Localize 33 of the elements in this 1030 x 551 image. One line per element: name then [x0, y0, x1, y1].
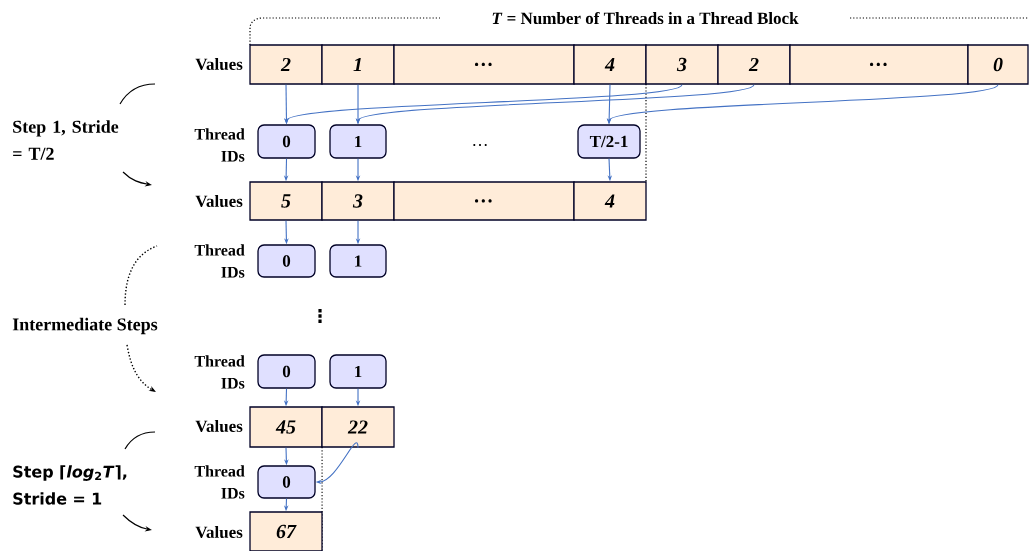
row-label: Values	[195, 194, 243, 207]
title: T = Number of Threads in a Thread Block	[492, 11, 799, 25]
value-cell: 22	[321, 406, 395, 448]
row-label: Thread IDs	[194, 128, 245, 162]
thread-id-box: 1	[329, 244, 387, 278]
thread-id-box: T/2-1	[577, 124, 641, 159]
value-cell: 4	[573, 181, 647, 221]
step-label: Step 1, Stride = T/2	[13, 120, 119, 160]
vertical-ellipsis: ⋮	[318, 309, 322, 323]
value-cell: 5	[249, 181, 323, 221]
thread-id-box: 1	[329, 124, 387, 159]
row-label: Values	[195, 419, 243, 432]
thread-id-box: 0	[257, 244, 316, 278]
value-cell: 1	[321, 44, 395, 85]
thread-id-box: 0	[257, 124, 316, 159]
thread-id-box: 0	[257, 465, 316, 499]
value-cell: 2	[249, 44, 323, 85]
step-label: Step ⌈log$_{2}$T⌉, Stride = 1	[13, 465, 127, 505]
value-cell: 3	[321, 181, 395, 221]
value-cell: 0	[967, 44, 1029, 85]
value-cell: 67	[249, 511, 323, 551]
row-label: Thread IDs	[194, 355, 245, 389]
value-cell: 3	[645, 44, 719, 85]
row-label: Thread IDs	[194, 465, 245, 499]
row-label: Values	[195, 525, 243, 538]
thread-id-box: 1	[329, 354, 387, 389]
step-label: Intermediate Steps	[12, 317, 158, 335]
value-cell: 2	[717, 44, 791, 85]
thread-id-box: 0	[257, 354, 316, 389]
value-cell: 4	[573, 44, 647, 85]
value-cell: 45	[249, 406, 323, 448]
ellipsis: …	[473, 144, 487, 146]
row-label: Thread IDs	[194, 244, 245, 278]
